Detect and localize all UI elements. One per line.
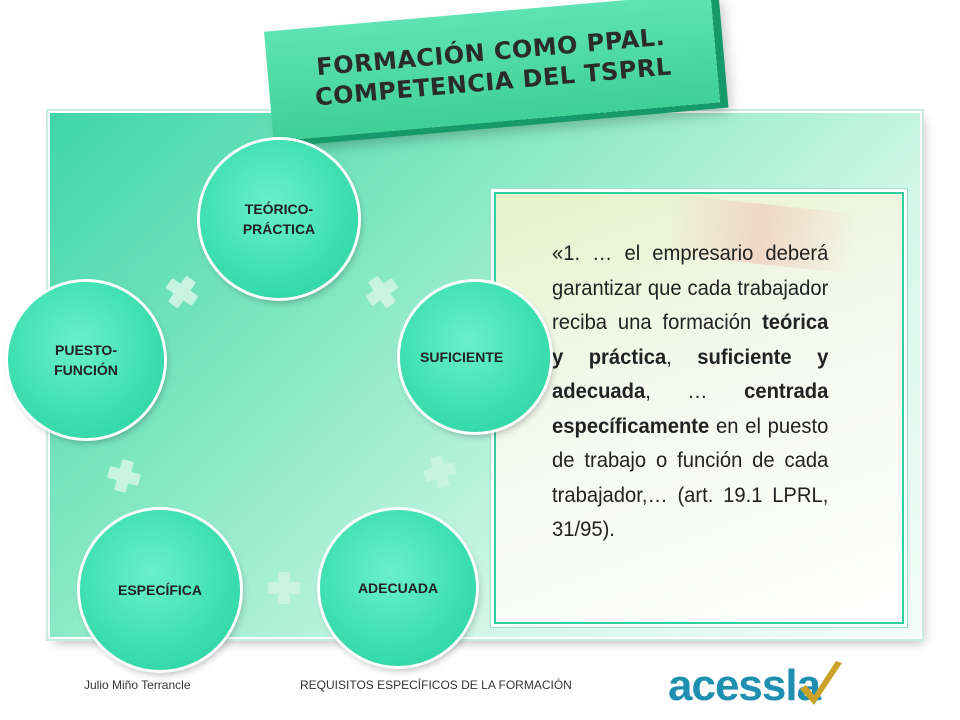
node-adecuada: ADECUADA: [320, 510, 476, 666]
node-label-adecuada: ADECUADA: [357, 580, 439, 596]
quote-segment: ,: [666, 344, 698, 369]
footer-subject: REQUISITOS ESPECÍFICOS DE LA FORMACIÓN: [300, 678, 572, 692]
plus-icon: [423, 455, 457, 489]
node-label-puesto-funcion: PUESTO- FUNCIÓN: [54, 342, 118, 378]
node-especifica: ESPECÍFICA: [80, 510, 240, 670]
acessla-logo: acessla: [668, 655, 848, 717]
quote-panel: «1. … el empresario deberá garantizar qu…: [494, 192, 904, 624]
node-puesto-funcion: PUESTO- FUNCIÓN: [8, 282, 164, 438]
quote-emphasis: suficiente y adecuada: [552, 344, 829, 404]
quote-segment: «1. … el empresario deberá garantizar qu…: [552, 241, 829, 334]
node-suficiente: SUFICIENTE: [400, 282, 550, 432]
node-teorico-practica: TEÓRICO- PRÁCTICA: [200, 140, 358, 298]
footer-author: Julio Miño Terrancle: [84, 678, 191, 692]
node-label-teorico-practica: TEÓRICO- PRÁCTICA: [242, 201, 316, 237]
plus-icon: [268, 572, 300, 604]
quote-segment: , …: [645, 379, 745, 403]
checkmark-icon: [800, 661, 842, 705]
plus-icon: [107, 459, 141, 493]
logo-text: acessla: [668, 661, 821, 710]
plus-icon: [366, 276, 398, 308]
plus-icon: [166, 276, 198, 308]
quote-emphasis: teórica y práctica: [552, 310, 829, 369]
node-label-suficiente: SUFICIENTE: [420, 349, 504, 365]
quote-text: «1. … el empresario deberá garantizar qu…: [552, 236, 828, 547]
quote-segment: en el puesto de trabajo o función de cad…: [552, 413, 829, 542]
node-label-especifica: ESPECÍFICA: [117, 582, 202, 598]
quote-emphasis: centrada específicamente: [552, 379, 829, 438]
